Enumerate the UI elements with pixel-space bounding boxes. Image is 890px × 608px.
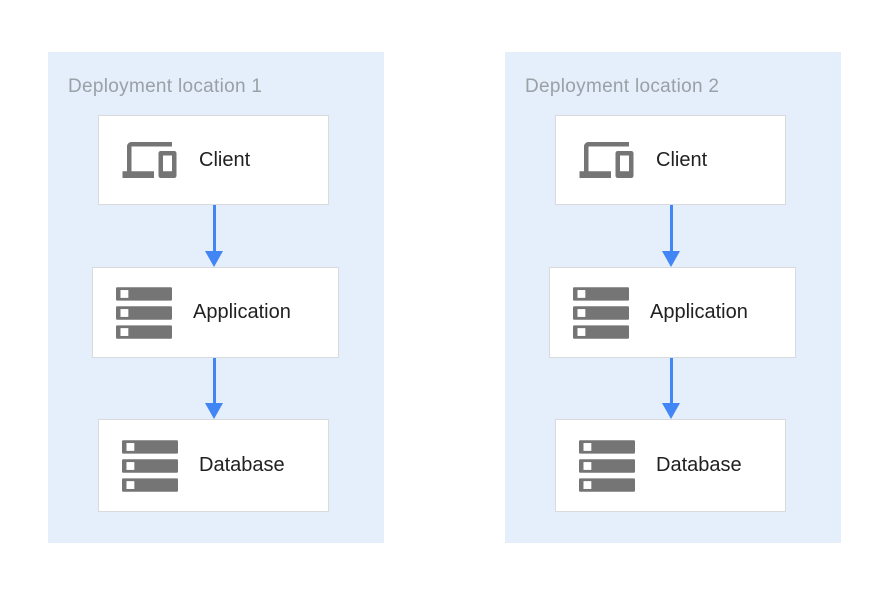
arrowhead-icon bbox=[662, 251, 680, 267]
server-stack-icon bbox=[571, 286, 630, 340]
devices-icon bbox=[120, 133, 179, 187]
deployment-location-1-panel: Deployment location 1 Client bbox=[48, 52, 384, 543]
arrowhead-icon bbox=[205, 251, 223, 267]
arrow-line bbox=[669, 205, 673, 251]
node-label: Application bbox=[650, 301, 748, 323]
arrow-line bbox=[669, 358, 673, 403]
client-node: Client bbox=[555, 115, 786, 205]
deployment-location-2-panel: Deployment location 2 Client bbox=[505, 52, 841, 543]
server-stack-icon bbox=[577, 439, 636, 493]
client-node: Client bbox=[98, 115, 329, 205]
arrow-line bbox=[212, 205, 216, 251]
flow-arrow bbox=[662, 205, 680, 267]
arrowhead-icon bbox=[205, 403, 223, 419]
node-label: Client bbox=[656, 148, 708, 171]
server-stack-icon bbox=[114, 286, 173, 340]
node-label: Database bbox=[199, 454, 285, 476]
arrowhead-icon bbox=[662, 403, 680, 419]
arrow-line bbox=[212, 358, 216, 403]
server-stack-icon bbox=[120, 439, 179, 493]
database-node: Database bbox=[555, 419, 786, 512]
node-label: Client bbox=[199, 148, 251, 171]
panel-title: Deployment location 1 bbox=[68, 76, 263, 97]
node-label: Application bbox=[193, 301, 291, 323]
flow-arrow bbox=[205, 358, 223, 419]
database-node: Database bbox=[98, 419, 329, 512]
application-node: Application bbox=[92, 267, 339, 358]
application-node: Application bbox=[549, 267, 796, 358]
node-label: Database bbox=[656, 454, 742, 476]
flow-arrow bbox=[662, 358, 680, 419]
flow-arrow bbox=[205, 205, 223, 267]
devices-icon bbox=[577, 133, 636, 187]
panel-title: Deployment location 2 bbox=[525, 76, 720, 97]
